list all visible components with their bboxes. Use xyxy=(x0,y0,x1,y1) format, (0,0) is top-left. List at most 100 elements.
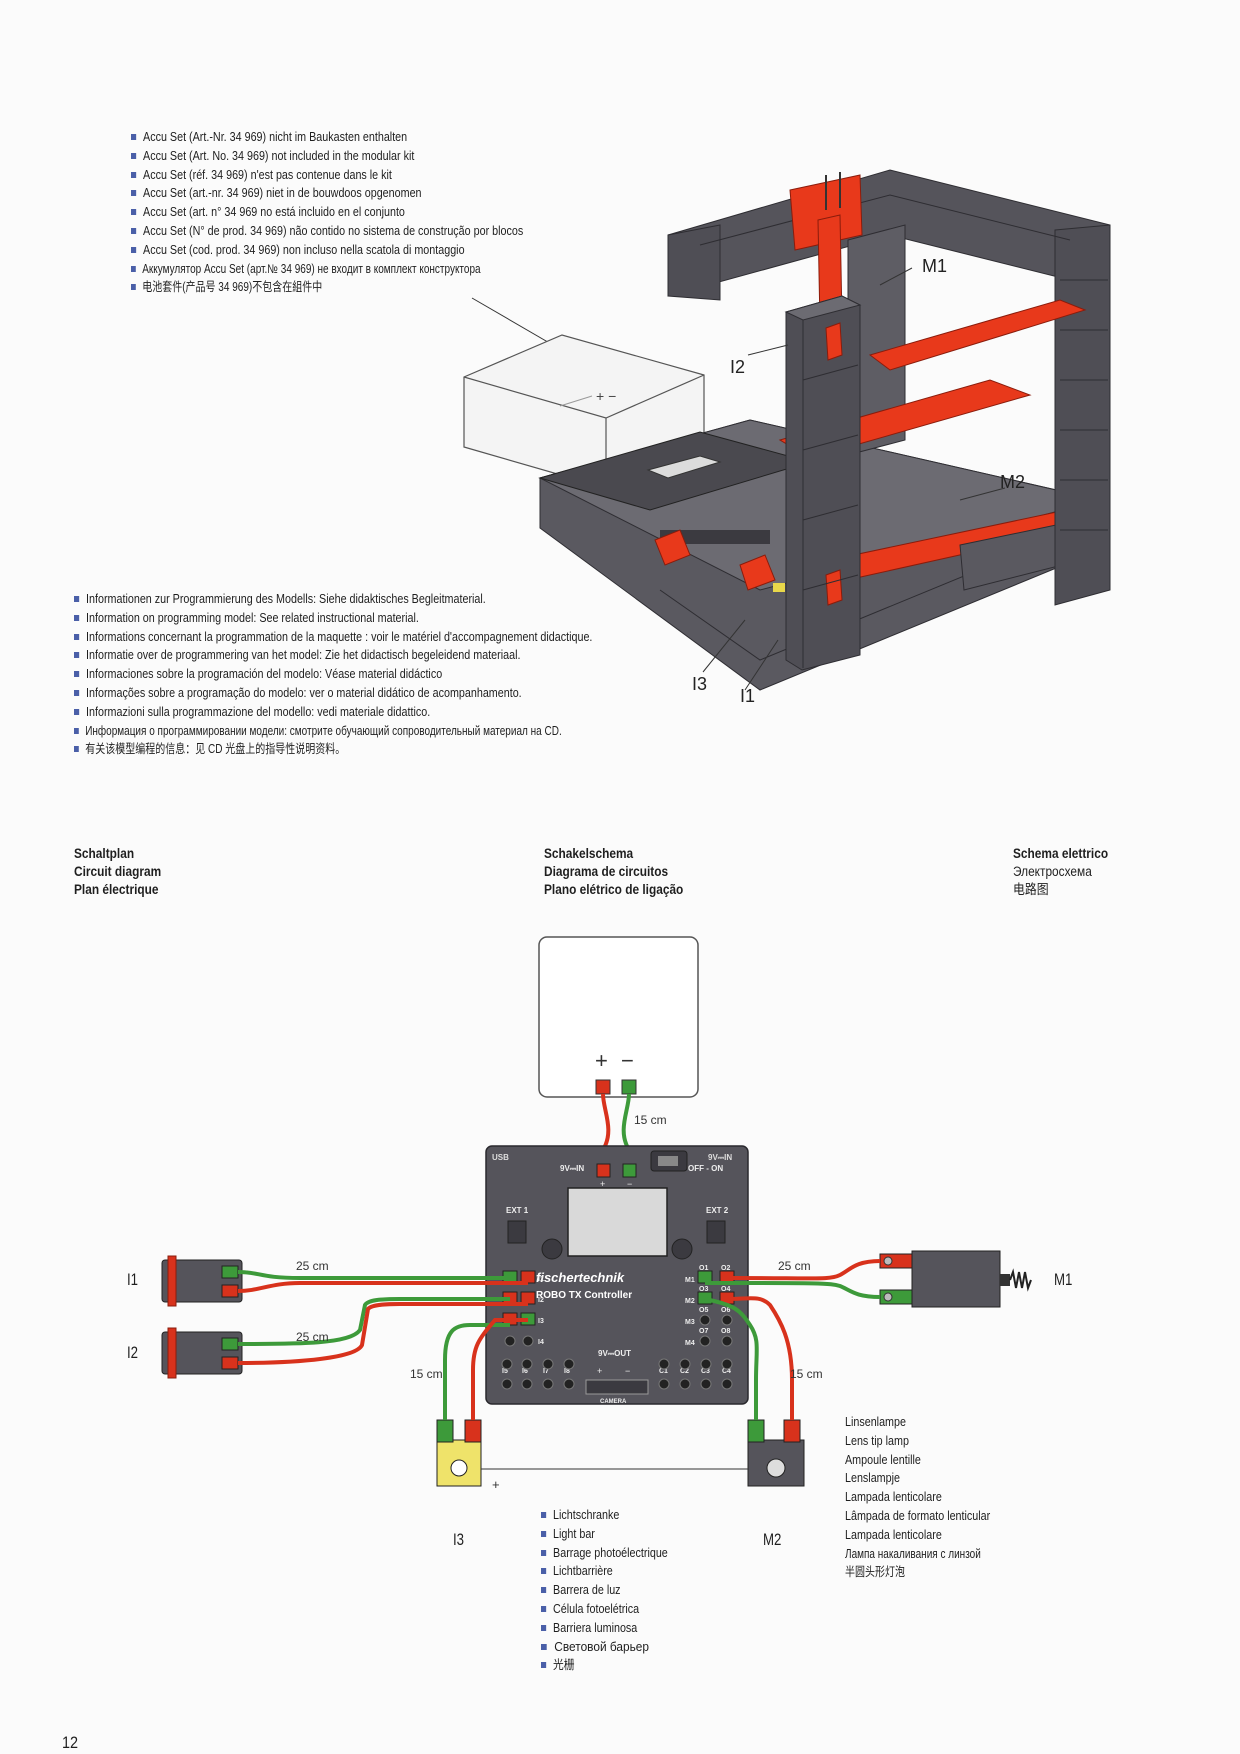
switch-i1 xyxy=(161,1255,528,1307)
svg-text:M3: M3 xyxy=(685,1319,695,1326)
page-number: 12 xyxy=(62,1733,79,1752)
svg-text:I8: I8 xyxy=(564,1368,570,1375)
heading-column-1: Schaltplan Circuit diagram Plan électriq… xyxy=(74,846,162,897)
list-item: Accu Set (art. n° 34 969 no está incluid… xyxy=(131,203,523,222)
svg-text:I1: I1 xyxy=(538,1276,544,1283)
list-item: Lichtbarrière xyxy=(541,1562,668,1581)
svg-text:fischertechnik: fischertechnik xyxy=(536,1270,625,1285)
bullet-icon xyxy=(541,1605,547,1612)
bullet-icon xyxy=(541,1643,547,1650)
svg-text:+: + xyxy=(597,1366,602,1376)
svg-text:I3: I3 xyxy=(538,1318,544,1325)
bullet-icon xyxy=(131,246,137,253)
svg-text:O3: O3 xyxy=(699,1286,708,1293)
bullet-icon xyxy=(541,1568,547,1575)
svg-text:O6: O6 xyxy=(721,1307,730,1314)
svg-text:I7: I7 xyxy=(543,1368,549,1375)
svg-text:ROBO TX Controller: ROBO TX Controller xyxy=(536,1290,632,1301)
svg-text:I6: I6 xyxy=(522,1368,528,1375)
list-item: Barrera de luz xyxy=(541,1581,668,1600)
bullet-icon xyxy=(74,708,80,715)
svg-text:O4: O4 xyxy=(721,1286,730,1293)
label-i3: I3 xyxy=(453,1530,465,1549)
bullet-icon xyxy=(541,1662,547,1669)
svg-text:15 cm: 15 cm xyxy=(790,1367,823,1381)
bullet-icon xyxy=(131,209,137,216)
svg-text:9V⎓OUT: 9V⎓OUT xyxy=(598,1349,631,1358)
model-frame xyxy=(667,169,1111,671)
svg-text:+ −: + − xyxy=(596,388,616,404)
svg-text:I4: I4 xyxy=(538,1339,544,1346)
bullet-icon xyxy=(131,152,137,159)
list-item: Accu Set (réf. 34 969) n'est pas contenu… xyxy=(131,166,523,185)
bullet-icon xyxy=(131,284,136,291)
svg-text:O1: O1 xyxy=(699,1265,708,1272)
bullet-icon xyxy=(74,727,79,734)
list-item: Lens tip lamp xyxy=(845,1433,909,1448)
svg-text:OFF - ON: OFF - ON xyxy=(688,1164,723,1173)
motor-m1 xyxy=(704,1250,1032,1308)
svg-text:I3: I3 xyxy=(692,674,707,694)
list-item: Célula fotoelétrica xyxy=(541,1600,668,1619)
svg-text:O5: O5 xyxy=(699,1307,708,1314)
svg-text:−: − xyxy=(627,1179,632,1189)
svg-text:M1: M1 xyxy=(685,1277,695,1284)
list-item: Informazioni sulla programmazione del mo… xyxy=(74,703,598,722)
svg-text:+: + xyxy=(595,1048,608,1073)
list-item: 光栅 xyxy=(541,1656,668,1675)
bullet-icon xyxy=(131,190,137,197)
label-m2: M2 xyxy=(763,1530,782,1549)
programming-notes-list: Informationen zur Programmierung des Mod… xyxy=(74,590,684,759)
svg-text:I5: I5 xyxy=(502,1368,508,1375)
list-item: Lampada lenticolare xyxy=(845,1490,942,1505)
list-item: Accu Set (cod. prod. 34 969) non incluso… xyxy=(131,241,523,260)
bullet-icon xyxy=(131,171,137,178)
bullet-icon xyxy=(74,652,80,659)
list-item: Accu Set (N° de prod. 34 969) não contid… xyxy=(131,222,523,241)
list-item: Лампа накаливания с линзой xyxy=(845,1546,981,1561)
svg-text:25 cm: 25 cm xyxy=(778,1259,811,1273)
svg-text:−: − xyxy=(625,1366,630,1376)
list-item: 半圆头形灯泡 xyxy=(845,1565,906,1580)
bullet-icon xyxy=(541,1512,547,1518)
svg-text:EXT 2: EXT 2 xyxy=(706,1206,729,1215)
svg-text:25 cm: 25 cm xyxy=(296,1330,329,1344)
robo-tx-controller: USB 9V⎓IN 9V⎓IN + − OFF - ON EXT 1 EXT 2… xyxy=(485,1145,749,1405)
list-item: Lampada lenticolare xyxy=(845,1527,942,1542)
list-item: Accu Set (Art. No. 34 969) not included … xyxy=(131,147,523,166)
bullet-icon xyxy=(541,1624,547,1631)
list-item: Informationen zur Programmierung des Mod… xyxy=(74,590,598,609)
svg-text:M4: M4 xyxy=(685,1340,695,1347)
bullet-icon xyxy=(131,227,137,234)
svg-text:25 cm: 25 cm xyxy=(296,1259,329,1273)
switch-i2 xyxy=(161,1297,528,1379)
svg-text:CAMERA: CAMERA xyxy=(600,1399,627,1405)
circuit-diagram: + − 15 cm USB 9V⎓IN 9V⎓IN + − OFF - ON E… xyxy=(161,936,1032,1492)
svg-text:C1: C1 xyxy=(659,1368,668,1375)
list-item: Informatie over de programmering van het… xyxy=(74,646,598,665)
svg-text:EXT 1: EXT 1 xyxy=(506,1206,529,1215)
svg-text:−: − xyxy=(621,1048,634,1073)
lamp-names: Linsenlampe Lens tip lamp Ampoule lentil… xyxy=(845,1413,1015,1582)
list-item: Lenslampje xyxy=(845,1471,900,1486)
light-barrier-names: Lichtschranke Light bar Barrage photoéle… xyxy=(541,1506,688,1675)
svg-text:9V⎓IN: 9V⎓IN xyxy=(560,1164,584,1173)
list-item: Informações sobre a programação do model… xyxy=(74,684,598,703)
light-barrier-i3 xyxy=(436,1318,528,1487)
list-item: Barrage photoélectrique xyxy=(541,1544,668,1563)
svg-text:+: + xyxy=(600,1179,605,1189)
bullet-icon xyxy=(74,746,79,753)
svg-text:+: + xyxy=(492,1477,500,1492)
svg-text:USB: USB xyxy=(492,1153,509,1162)
list-item: Accu Set (art.-nr. 34 969) niet in de bo… xyxy=(131,184,523,203)
heading-column-2: Schakelschema Diagrama de circuitos Plan… xyxy=(544,846,684,897)
label-i1: I1 xyxy=(127,1270,139,1289)
list-item: Accu Set (Art.-Nr. 34 969) nicht im Bauk… xyxy=(131,128,523,147)
svg-text:I1: I1 xyxy=(740,686,755,706)
bullet-icon xyxy=(131,134,137,140)
svg-text:C2: C2 xyxy=(680,1368,689,1375)
battery-symbol: + − xyxy=(538,936,699,1098)
bullet-icon xyxy=(131,265,136,272)
list-item: Linsenlampe xyxy=(845,1415,906,1429)
bullet-icon xyxy=(541,1530,547,1537)
